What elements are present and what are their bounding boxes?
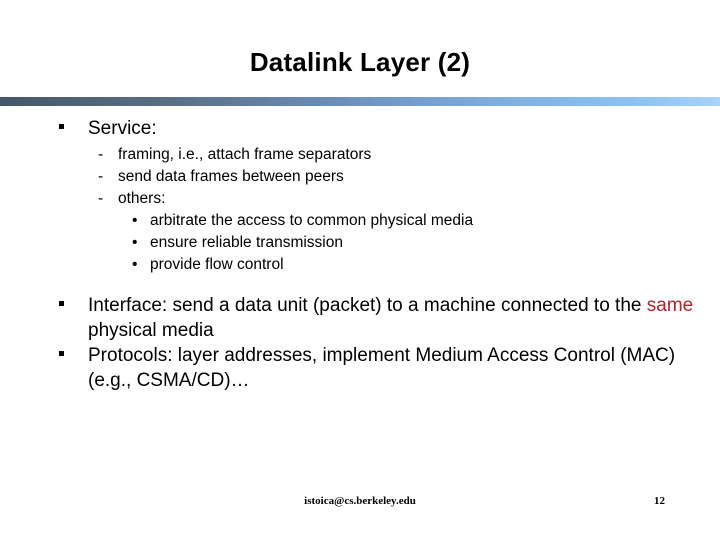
bullet-interface-text-after: physical media [88, 320, 214, 341]
bullet-interface-text-before: Interface: send a data unit (packet) to … [88, 295, 647, 316]
sub-sub-bullet-reliable-label: ensure reliable transmission [150, 234, 343, 251]
page-number: 12 [654, 495, 665, 507]
title-gradient-rule [0, 97, 720, 106]
dot-bullet-icon: • [132, 212, 138, 229]
sub-bullet-framing: - framing, i.e., attach frame separators [0, 144, 720, 166]
sub-sub-bullet-flow-control: • provide flow control [0, 254, 720, 276]
square-bullet-icon [59, 293, 73, 318]
sub-bullet-others: - others: [0, 188, 720, 210]
sub-bullet-framing-label: framing, i.e., attach frame separators [118, 146, 372, 163]
dash-bullet-icon: - [98, 190, 104, 207]
bullet-interface: Interface: send a data unit (packet) to … [0, 293, 720, 343]
square-bullet-icon [59, 116, 73, 141]
footer-email: istoica@cs.berkeley.edu [304, 495, 416, 507]
bullet-service: Service: [0, 116, 720, 141]
dot-bullet-icon: • [132, 234, 138, 251]
bullet-service-label: Service: [88, 118, 157, 139]
bullet-protocols-label: Protocols: layer addresses, implement Me… [88, 345, 676, 391]
bullet-protocols: Protocols: layer addresses, implement Me… [0, 343, 720, 393]
title-area: Datalink Layer (2) [0, 47, 720, 78]
sub-bullet-send-frames-label: send data frames between peers [118, 168, 344, 185]
slide-footer: istoica@cs.berkeley.edu 12 [0, 495, 720, 515]
sub-sub-bullet-reliable: • ensure reliable transmission [0, 232, 720, 254]
sub-sub-bullet-arbitrate: • arbitrate the access to common physica… [0, 210, 720, 232]
page-title: Datalink Layer (2) [249, 47, 471, 77]
sub-bullet-others-label: others: [118, 190, 166, 207]
dash-bullet-icon: - [98, 168, 104, 185]
bullet-interface-highlight: same [646, 295, 694, 316]
dash-bullet-icon: - [98, 146, 104, 163]
dot-bullet-icon: • [132, 256, 138, 273]
sub-sub-bullet-arbitrate-label: arbitrate the access to common physical … [150, 212, 474, 229]
sub-bullet-send-frames: - send data frames between peers [0, 166, 720, 188]
slide-body: Service: - framing, i.e., attach frame s… [0, 116, 720, 393]
square-bullet-icon [59, 343, 73, 368]
sub-sub-bullet-flow-control-label: provide flow control [150, 256, 284, 273]
